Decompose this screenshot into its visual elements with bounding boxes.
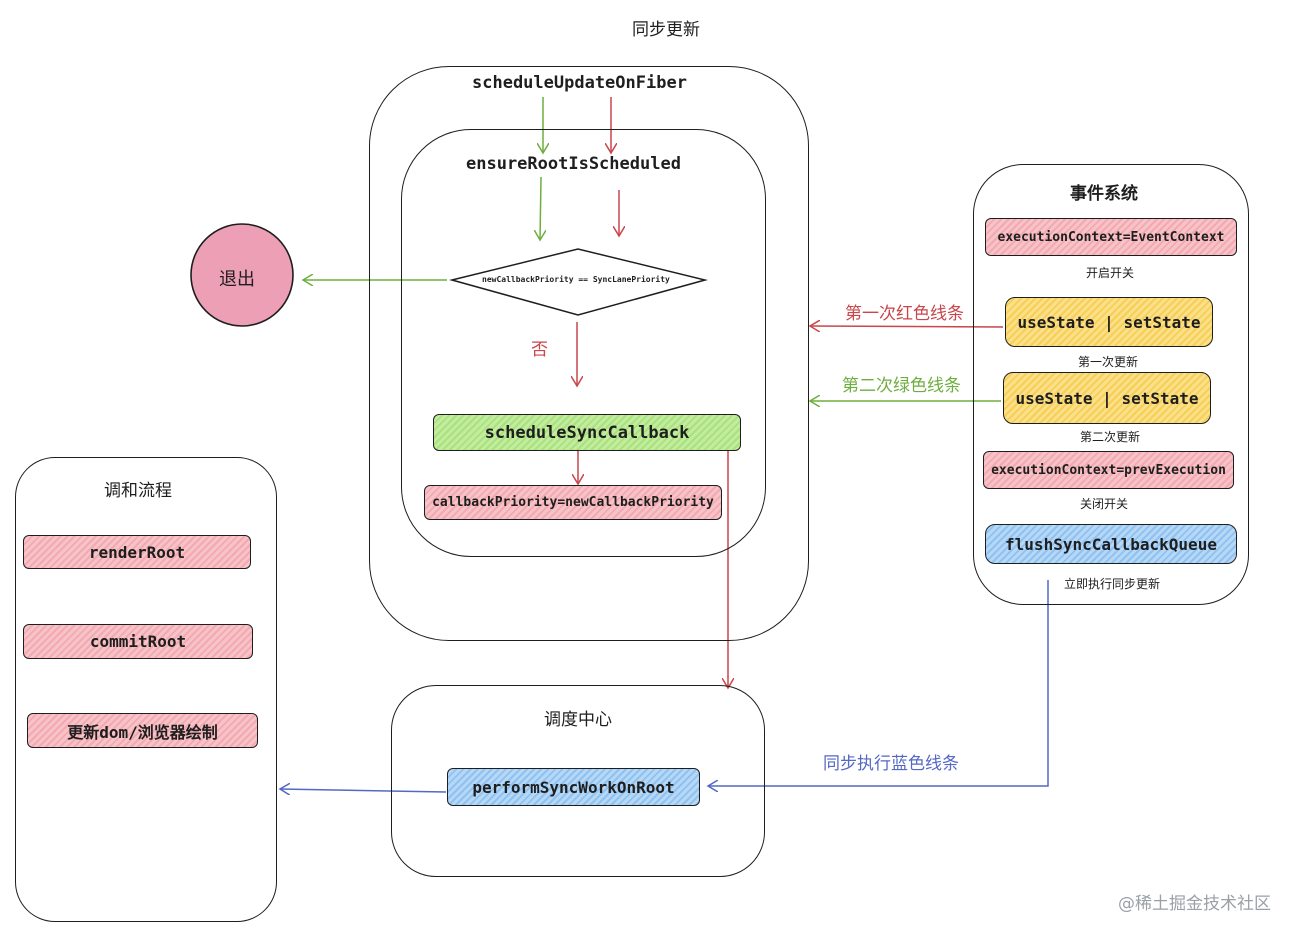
decision-right-text: SyncLanePriority — [592, 275, 670, 284]
red-line-label: 第一次红色线条 — [845, 304, 964, 324]
second-update-caption: 第二次更新 — [1080, 430, 1141, 444]
use-state-first-box: useState | setState — [1005, 297, 1213, 347]
exec-context-event-text: executionContext=EventContext — [997, 229, 1225, 245]
exec-context-prev-box: executionContext=prevExecution — [983, 451, 1234, 489]
update-dom-box: 更新dom/浏览器绘制 — [27, 713, 258, 748]
perform-sync-work-box: performSyncWorkOnRoot — [447, 768, 700, 806]
blue-arrow-flush-to-perform — [708, 580, 1049, 786]
event-system-frame — [973, 164, 1249, 605]
event-system-title: 事件系统 — [1070, 184, 1138, 204]
green-line-label: 第二次绿色线条 — [842, 376, 961, 396]
flush-caption: 立即执行同步更新 — [1064, 577, 1161, 591]
render-root-box: renderRoot — [23, 535, 251, 569]
no-label: 否 — [531, 340, 548, 360]
watermark: @稀土掘金技术社区 — [1118, 894, 1271, 914]
use-state-second-text: useState | setState — [1015, 388, 1199, 408]
open-switch-caption: 开启开关 — [1086, 266, 1135, 280]
use-state-first-text: useState | setState — [1017, 312, 1201, 332]
flush-sync-callback-text: flushSyncCallbackQueue — [1005, 534, 1217, 554]
update-dom-text: 更新dom/浏览器绘制 — [67, 722, 218, 742]
schedule-sync-callback-box: scheduleSyncCallback — [433, 414, 741, 451]
commit-root-box: commitRoot — [23, 624, 253, 659]
red-arrow-usestate-to-main — [810, 326, 1004, 327]
ensure-root-frame — [401, 129, 766, 557]
blue-line-label: 同步执行蓝色线条 — [823, 754, 959, 774]
schedule-sync-callback-text: scheduleSyncCallback — [484, 422, 690, 443]
decision-text: newCallbackPriority == SyncLanePriority — [482, 275, 670, 284]
exit-label: 退出 — [219, 269, 255, 290]
callback-priority-text: callbackPriority=newCallbackPriority — [432, 495, 714, 510]
scheduler-frame — [391, 685, 765, 877]
reconcile-frame — [15, 457, 277, 922]
perform-sync-work-text: performSyncWorkOnRoot — [472, 777, 675, 797]
exec-context-event-box: executionContext=EventContext — [985, 218, 1237, 256]
schedule-update-frame — [369, 66, 809, 641]
callback-priority-box: callbackPriority=newCallbackPriority — [424, 485, 722, 520]
schedule-update-on-fiber-label: scheduleUpdateOnFiber — [472, 73, 687, 93]
decision-op-text: == — [578, 275, 588, 284]
commit-root-text: commitRoot — [89, 632, 187, 651]
render-root-text: renderRoot — [88, 542, 186, 562]
reconcile-title: 调和流程 — [104, 481, 172, 501]
close-switch-caption: 关闭开关 — [1080, 497, 1129, 511]
first-update-caption: 第一次更新 — [1078, 355, 1139, 369]
ensure-root-is-scheduled-label: ensureRootIsScheduled — [466, 154, 681, 174]
decision-left-text: newCallbackPriority — [482, 275, 574, 284]
exec-context-prev-text: executionContext=prevExecution — [991, 462, 1226, 478]
green-arrow-ensure-to-decision — [540, 176, 541, 240]
flush-sync-callback-box: flushSyncCallbackQueue — [985, 524, 1237, 564]
scheduler-title: 调度中心 — [544, 710, 612, 730]
page-title: 同步更新 — [632, 20, 700, 40]
blue-arrow-perform-to-reconcile — [280, 789, 447, 792]
decision-diamond — [449, 248, 708, 316]
exit-circle — [190, 223, 294, 327]
use-state-second-box: useState | setState — [1003, 372, 1211, 424]
